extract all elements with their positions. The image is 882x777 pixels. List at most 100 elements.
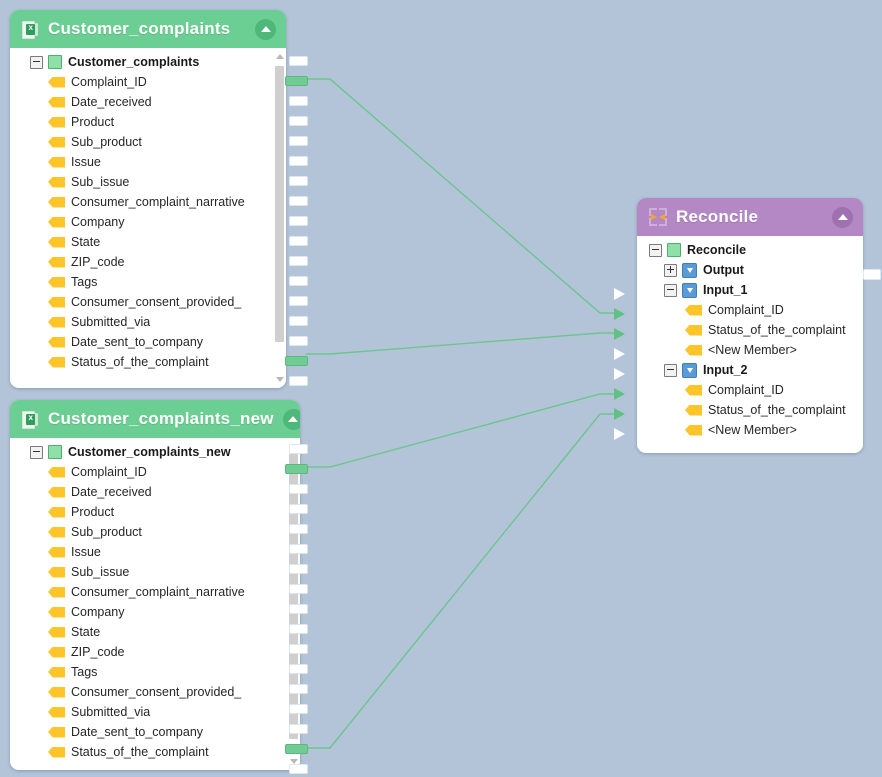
- scroll-up-icon[interactable]: [273, 50, 286, 63]
- scroll-down-icon[interactable]: [273, 373, 286, 386]
- field-row[interactable]: Date_sent_to_company: [10, 722, 287, 742]
- collapse-toggle-icon[interactable]: [30, 445, 43, 459]
- output-port[interactable]: [289, 484, 308, 494]
- input-port-connected[interactable]: [614, 308, 625, 320]
- field-row[interactable]: <New Member>: [637, 420, 863, 440]
- node-customer-complaints[interactable]: Customer_complaints Customer_complaints …: [10, 10, 286, 388]
- field-row[interactable]: Date_received: [10, 92, 273, 112]
- field-row[interactable]: Sub_product: [10, 132, 273, 152]
- vertical-scrollbar[interactable]: [273, 48, 286, 388]
- output-port[interactable]: [289, 276, 308, 286]
- output-port[interactable]: [289, 136, 308, 146]
- field-row[interactable]: Consumer_complaint_narrative: [10, 192, 273, 212]
- field-row[interactable]: Sub_issue: [10, 172, 273, 192]
- output-port[interactable]: [289, 444, 308, 454]
- collapse-toggle-icon[interactable]: [664, 363, 677, 377]
- output-port[interactable]: [289, 196, 308, 206]
- output-port[interactable]: [289, 216, 308, 226]
- output-port[interactable]: [289, 504, 308, 514]
- field-row[interactable]: Complaint_ID: [637, 300, 863, 320]
- scrollbar-thumb[interactable]: [289, 454, 298, 739]
- collapse-toggle-icon[interactable]: [649, 243, 662, 257]
- field-row[interactable]: State: [10, 232, 273, 252]
- output-port[interactable]: [289, 116, 308, 126]
- output-port[interactable]: [289, 524, 308, 534]
- output-port[interactable]: [289, 56, 308, 66]
- field-row[interactable]: Status_of_the_complaint: [637, 320, 863, 340]
- output-port-connected[interactable]: [285, 464, 308, 474]
- field-row[interactable]: Date_received: [10, 482, 287, 502]
- field-row[interactable]: Issue: [10, 542, 287, 562]
- field-row[interactable]: ZIP_code: [10, 642, 287, 662]
- field-row[interactable]: State: [10, 622, 287, 642]
- tree-root-row[interactable]: Reconcile: [637, 240, 863, 260]
- field-row[interactable]: Complaint_ID: [10, 72, 273, 92]
- chevron-up-icon[interactable]: [282, 408, 300, 430]
- input-port-connected[interactable]: [614, 408, 625, 420]
- port-group-row[interactable]: Output: [637, 260, 863, 280]
- field-row[interactable]: ZIP_code: [10, 252, 273, 272]
- field-row[interactable]: Complaint_ID: [10, 462, 287, 482]
- scrollbar-thumb[interactable]: [275, 66, 284, 342]
- output-port[interactable]: [289, 604, 308, 614]
- output-port[interactable]: [289, 664, 308, 674]
- output-port-connected[interactable]: [285, 356, 308, 366]
- output-port[interactable]: [289, 236, 308, 246]
- node-header[interactable]: Customer_complaints_new: [10, 400, 300, 438]
- field-row[interactable]: Tags: [10, 662, 287, 682]
- output-port-connected[interactable]: [285, 744, 308, 754]
- collapse-toggle-icon[interactable]: [664, 283, 677, 297]
- field-row[interactable]: Submitted_via: [10, 312, 273, 332]
- output-port[interactable]: [289, 296, 308, 306]
- port-group-row[interactable]: Input_2: [637, 360, 863, 380]
- field-row[interactable]: Status_of_the_complaint: [637, 400, 863, 420]
- node-header[interactable]: Reconcile: [637, 198, 863, 236]
- output-port[interactable]: [289, 544, 308, 554]
- node-customer-complaints-new[interactable]: Customer_complaints_new Customer_complai…: [10, 400, 300, 770]
- output-port-connected[interactable]: [285, 76, 308, 86]
- chevron-up-icon[interactable]: [832, 206, 853, 228]
- output-port[interactable]: [289, 376, 308, 386]
- field-row[interactable]: Tags: [10, 272, 273, 292]
- output-port[interactable]: [289, 724, 308, 734]
- port-group-row[interactable]: Input_1: [637, 280, 863, 300]
- output-port[interactable]: [289, 156, 308, 166]
- input-port[interactable]: [614, 348, 625, 360]
- chevron-up-icon[interactable]: [255, 18, 276, 40]
- output-port[interactable]: [289, 256, 308, 266]
- node-header[interactable]: Customer_complaints: [10, 10, 286, 48]
- field-row[interactable]: Company: [10, 212, 273, 232]
- field-row[interactable]: Sub_product: [10, 522, 287, 542]
- field-row[interactable]: Date_sent_to_company: [10, 332, 273, 352]
- collapse-toggle-icon[interactable]: [30, 55, 43, 69]
- field-row[interactable]: Issue: [10, 152, 273, 172]
- field-row[interactable]: Consumer_consent_provided_: [10, 682, 287, 702]
- output-port[interactable]: [289, 704, 308, 714]
- field-row[interactable]: Product: [10, 112, 273, 132]
- field-row[interactable]: Status_of_the_complaint: [10, 742, 287, 762]
- field-row[interactable]: Complaint_ID: [637, 380, 863, 400]
- tree-root-row[interactable]: Customer_complaints_new: [10, 442, 287, 462]
- output-port[interactable]: [289, 584, 308, 594]
- expand-toggle-icon[interactable]: [664, 263, 677, 277]
- input-port-connected[interactable]: [614, 388, 625, 400]
- field-row[interactable]: Consumer_complaint_narrative: [10, 582, 287, 602]
- output-port[interactable]: [289, 684, 308, 694]
- input-port[interactable]: [614, 428, 625, 440]
- input-port[interactable]: [614, 288, 625, 300]
- input-port-connected[interactable]: [614, 328, 625, 340]
- output-port[interactable]: [289, 564, 308, 574]
- output-port[interactable]: [289, 624, 308, 634]
- scroll-down-icon[interactable]: [287, 755, 300, 768]
- output-port[interactable]: [289, 764, 308, 774]
- field-row[interactable]: Sub_issue: [10, 562, 287, 582]
- output-port[interactable]: [289, 176, 308, 186]
- field-row[interactable]: Product: [10, 502, 287, 522]
